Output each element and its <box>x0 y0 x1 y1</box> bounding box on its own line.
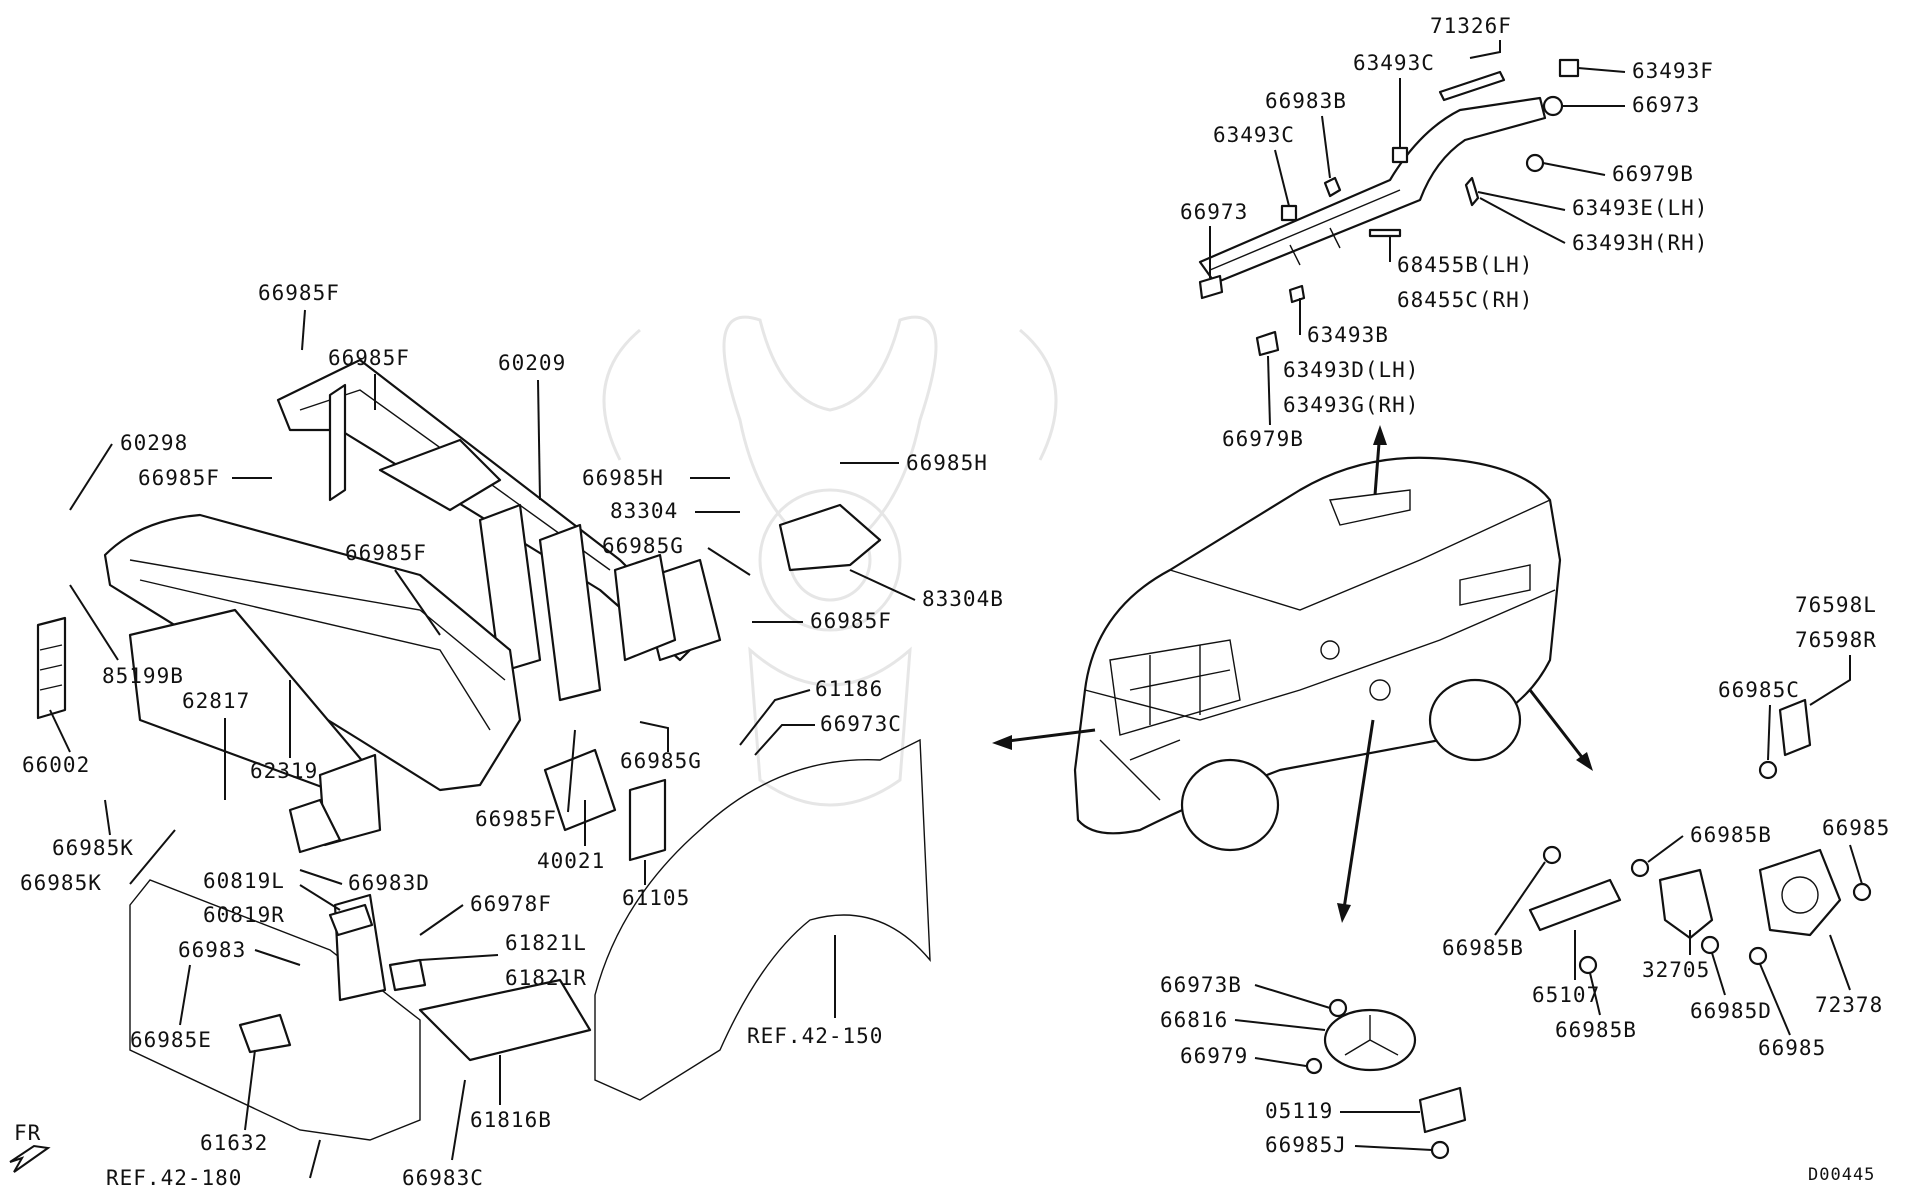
label-66983: 66983 <box>178 938 246 962</box>
label-60209: 60209 <box>498 351 566 375</box>
label-66985F-6: 66985F <box>475 807 557 831</box>
label-71326F: 71326F <box>1430 14 1512 38</box>
label-68455B-LH: 68455B(LH) <box>1397 253 1533 277</box>
part-callouts: 71326F 63493F 63493C 66973 66983B 63493C… <box>20 14 1890 1187</box>
label-60819L: 60819L <box>203 869 285 893</box>
label-05119: 05119 <box>1265 1099 1333 1123</box>
label-66985F-4: 66985F <box>345 541 427 565</box>
label-63493D-LH: 63493D(LH) <box>1283 358 1419 382</box>
label-66816: 66816 <box>1160 1008 1228 1032</box>
diagram-id: D00445 <box>1808 1165 1875 1185</box>
label-66985G-2: 66985G <box>620 749 702 773</box>
label-66985H-1: 66985H <box>582 466 664 490</box>
label-61105: 61105 <box>622 886 690 910</box>
label-66985F-5: 66985F <box>810 609 892 633</box>
label-63493H-RH: 63493H(RH) <box>1572 231 1708 255</box>
label-66985F-1: 66985F <box>258 281 340 305</box>
label-76598L: 76598L <box>1795 593 1877 617</box>
label-63493C-b: 63493C <box>1213 123 1295 147</box>
label-66973B: 66973B <box>1160 973 1242 997</box>
roof-rail-assembly <box>1198 58 1580 357</box>
label-83304B: 83304B <box>922 587 1004 611</box>
label-ref-42-150: REF.42-150 <box>747 1024 883 1048</box>
label-61632: 61632 <box>200 1131 268 1155</box>
label-66983B: 66983B <box>1265 89 1347 113</box>
label-66985B-3: 66985B <box>1555 1018 1637 1042</box>
vehicle-overview <box>1073 456 1562 852</box>
label-65107: 65107 <box>1532 983 1600 1007</box>
mount-brackets <box>1305 698 1872 1160</box>
label-76598R: 76598R <box>1795 628 1877 652</box>
label-62817: 62817 <box>182 689 250 713</box>
label-72378: 72378 <box>1815 993 1883 1017</box>
label-60298: 60298 <box>120 431 188 455</box>
label-63493C-a: 63493C <box>1353 51 1435 75</box>
label-66973-b: 66973 <box>1180 200 1248 224</box>
label-66002: 66002 <box>22 753 90 777</box>
label-66985-1: 66985 <box>1822 816 1890 840</box>
watermark-emblem <box>602 315 1058 807</box>
label-66983D: 66983D <box>348 871 430 895</box>
label-66985C: 66985C <box>1718 678 1800 702</box>
front-arrow-icon <box>9 1144 51 1173</box>
front-label: FR <box>14 1121 41 1145</box>
label-66979B-b: 66979B <box>1222 427 1304 451</box>
label-61186: 61186 <box>815 677 883 701</box>
label-66973C: 66973C <box>820 712 902 736</box>
label-83304: 83304 <box>610 499 678 523</box>
label-66983C: 66983C <box>402 1166 484 1187</box>
label-66985H-2: 66985H <box>906 451 988 475</box>
label-63493G-RH: 63493G(RH) <box>1283 393 1419 417</box>
label-ref-42-180: REF.42-180 <box>106 1166 242 1187</box>
label-66973-a: 66973 <box>1632 93 1700 117</box>
label-61816B: 61816B <box>470 1108 552 1132</box>
label-66985B-1: 66985B <box>1690 823 1772 847</box>
label-66978F: 66978F <box>470 892 552 916</box>
label-32705: 32705 <box>1642 958 1710 982</box>
radiator-support <box>36 513 522 854</box>
label-63493F: 63493F <box>1632 59 1714 83</box>
label-66979B-a: 66979B <box>1612 162 1694 186</box>
label-66985F-3: 66985F <box>138 466 220 490</box>
label-66985K-1: 66985K <box>52 836 134 860</box>
label-60819R: 60819R <box>203 903 285 927</box>
label-66985K-2: 66985K <box>20 871 102 895</box>
label-63493E-LH: 63493E(LH) <box>1572 196 1708 220</box>
label-68455C-RH: 68455C(RH) <box>1397 288 1533 312</box>
label-40021: 40021 <box>537 849 605 873</box>
callout-arrows <box>992 425 1593 923</box>
label-66985E: 66985E <box>130 1028 212 1052</box>
label-62319: 62319 <box>250 759 318 783</box>
label-61821R: 61821R <box>505 966 587 990</box>
label-66985D: 66985D <box>1690 999 1772 1023</box>
label-85199B: 85199B <box>102 664 184 688</box>
fender-and-bumper <box>129 553 931 1141</box>
label-66985G-1: 66985G <box>602 534 684 558</box>
label-63493B: 63493B <box>1307 323 1389 347</box>
label-66985J: 66985J <box>1265 1133 1347 1157</box>
label-66979: 66979 <box>1180 1044 1248 1068</box>
label-66985-2: 66985 <box>1758 1036 1826 1060</box>
front-direction-indicator: FR <box>9 1121 51 1173</box>
label-61821L: 61821L <box>505 931 587 955</box>
label-66985F-2: 66985F <box>328 346 410 370</box>
label-66985B-2: 66985B <box>1442 936 1524 960</box>
